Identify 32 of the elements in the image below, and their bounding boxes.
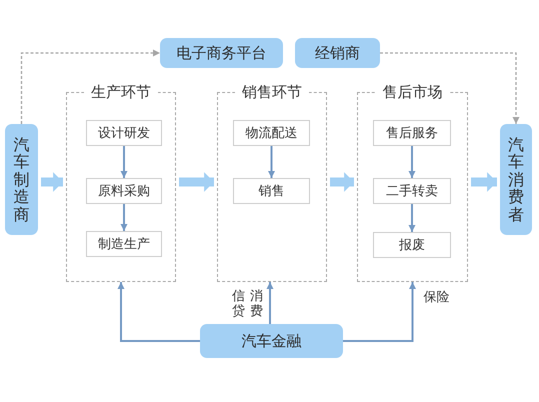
process-box: 设计研发 (86, 120, 162, 146)
arrow (408, 146, 416, 178)
vertical-highlight-box: 汽车制造商 (5, 124, 38, 235)
arrow (266, 282, 274, 324)
process-box: 销售 (233, 178, 310, 204)
dashed-arrow (20, 50, 160, 124)
arrow (408, 204, 416, 232)
highlight-box: 汽车金融 (200, 324, 343, 358)
edge-label: 保险 (424, 291, 450, 306)
edge-label: 消费信贷 (232, 290, 263, 320)
highlight-box: 经销商 (295, 38, 380, 68)
block-arrow (41, 172, 63, 192)
arrow (268, 146, 275, 178)
group-heading: 销售环节 (235, 82, 309, 102)
group-heading: 售后市场 (376, 82, 450, 102)
process-box: 售后服务 (373, 120, 451, 146)
process-box: 原料采购 (86, 178, 162, 204)
process-box: 报废 (373, 232, 451, 258)
dashed-arrow (380, 52, 520, 124)
group-heading: 生产环节 (84, 82, 158, 102)
arrow (118, 282, 200, 342)
highlight-box: 电子商务平台 (160, 38, 283, 68)
process-box: 物流配送 (233, 120, 310, 146)
block-arrow (179, 172, 214, 192)
vertical-highlight-box: 汽车消费者 (500, 124, 532, 235)
process-box: 制造生产 (86, 231, 162, 257)
arrow (120, 204, 128, 231)
block-arrow (330, 172, 354, 192)
arrow (120, 146, 128, 178)
arrow (343, 282, 416, 342)
process-box: 二手转卖 (373, 178, 451, 204)
block-arrow (471, 172, 497, 192)
